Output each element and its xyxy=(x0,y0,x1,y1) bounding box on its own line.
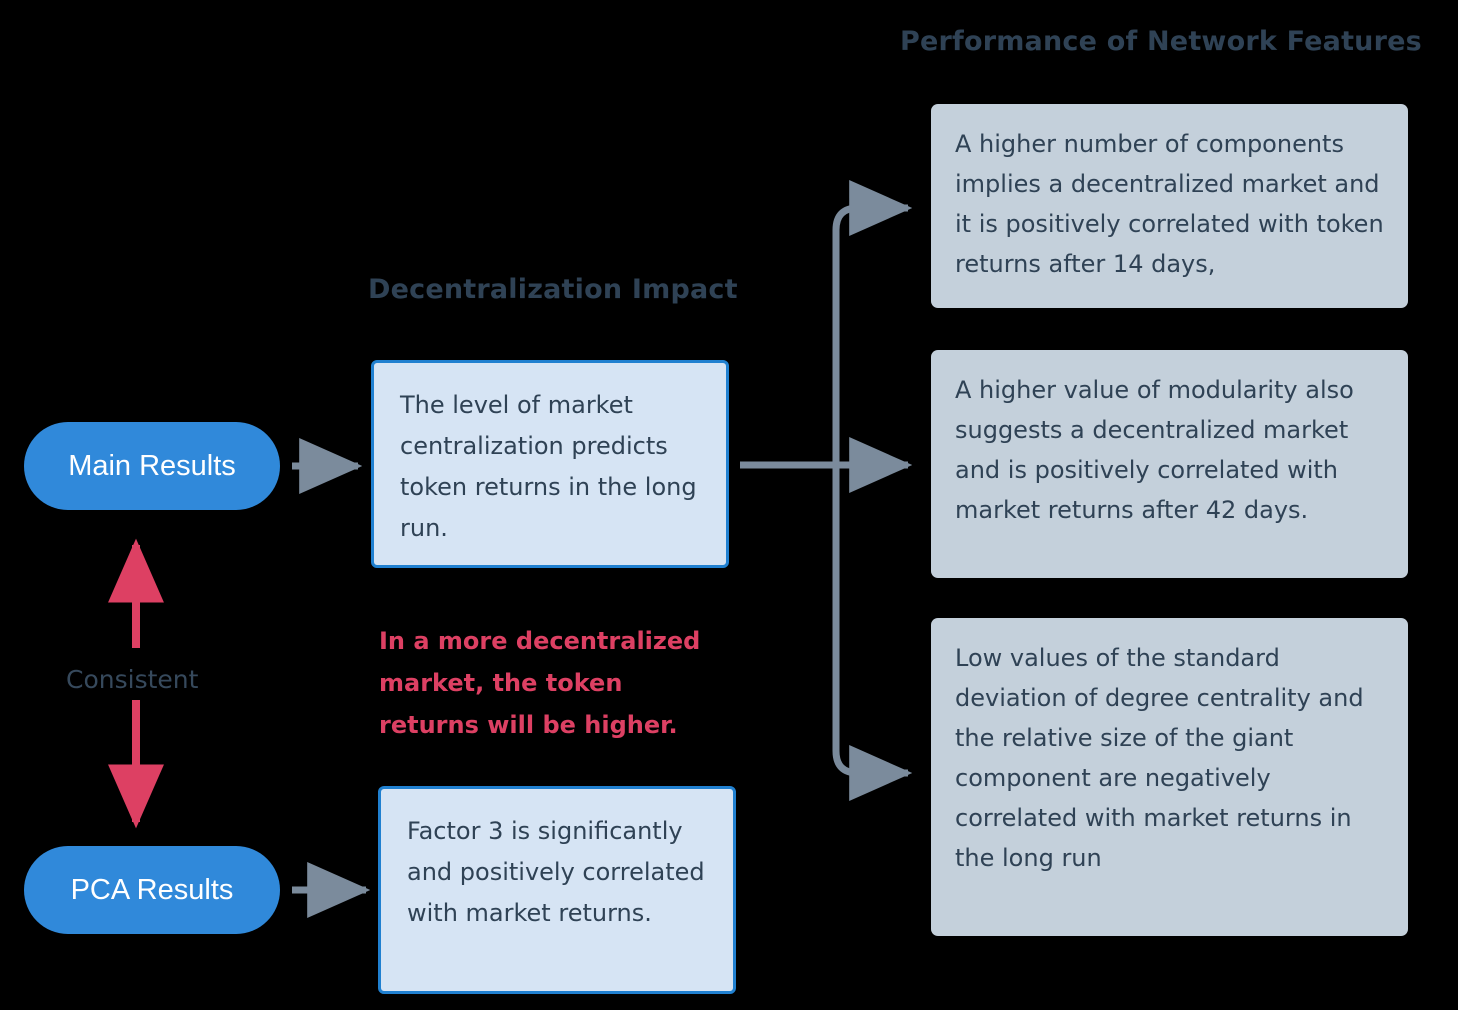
pill-main-results[interactable]: Main Results xyxy=(24,422,280,510)
note-decentralized-returns: In a more decentralized market, the toke… xyxy=(379,627,701,739)
pill-pca-results[interactable]: PCA Results xyxy=(24,846,280,934)
box-pca-factor: Factor 3 is significantly and positively… xyxy=(378,786,736,994)
arrow-branch-to-components xyxy=(832,180,913,465)
box-network-feature-degree-centrality: Low values of the standard deviation of … xyxy=(931,618,1408,936)
box-network-feature-modularity: A higher value of modularity also sugges… xyxy=(931,350,1408,578)
page-title-performance: Performance of Network Features xyxy=(900,26,1422,57)
page-title-decentralization: Decentralization Impact xyxy=(368,274,738,305)
box-network-feature-components: A higher number of components implies a … xyxy=(931,104,1408,308)
connector-label-consistent: Consistent xyxy=(66,665,199,694)
box-decentralization-impact: The level of market centralization predi… xyxy=(371,360,729,568)
arrow-branch-to-degree-centrality xyxy=(832,465,913,801)
